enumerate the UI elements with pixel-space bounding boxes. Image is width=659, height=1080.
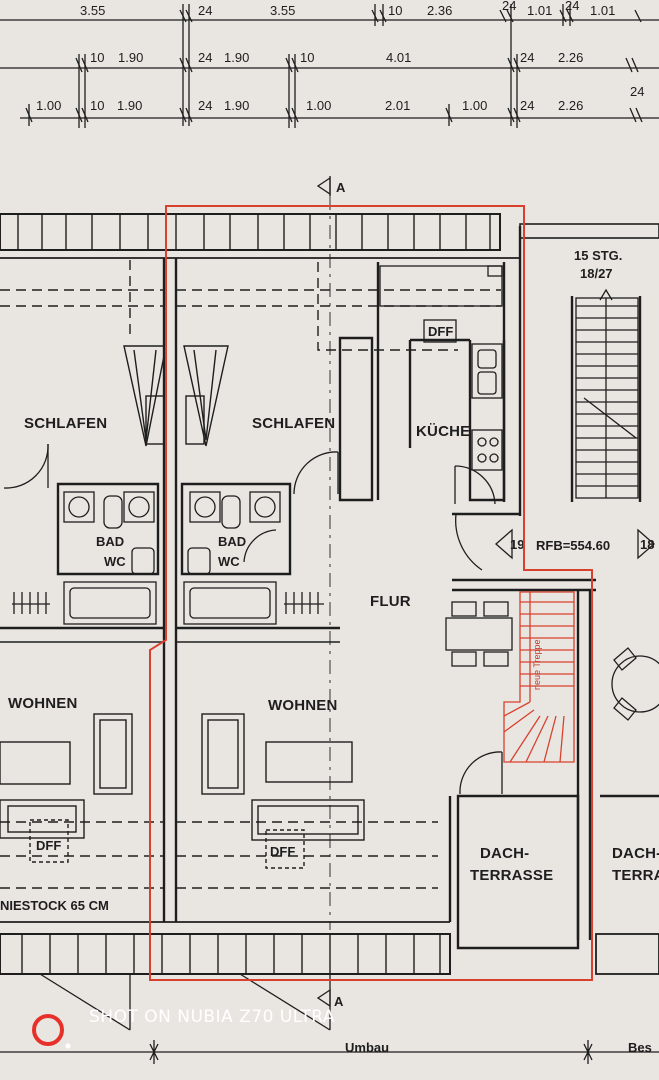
dim-r1-6: 24: [502, 0, 516, 13]
room-left-bath-1: BAD: [96, 534, 124, 549]
living-oven-label: DFF: [270, 844, 295, 859]
dim-r2-6: 4.01: [386, 50, 411, 65]
dim-r3-5: 1.90: [224, 98, 249, 113]
dim-r1-1: 3.55: [80, 3, 105, 18]
room-terrace-1: DACH-: [480, 845, 529, 862]
top-wall: [0, 213, 659, 259]
bottom-wall: [0, 921, 659, 1031]
room-terrace-2: TERRASSE: [470, 867, 553, 884]
dim-r3-2: 10: [90, 98, 104, 113]
doors: [3, 443, 503, 795]
new-stair-label: neue Treppe: [532, 639, 542, 690]
dim-r2-3: 24: [198, 50, 212, 65]
living-oven-label-left: DFF: [36, 838, 61, 853]
stair-ratio: 18/27: [580, 266, 613, 281]
kniestock-note: NIESTOCK 65 CM: [0, 898, 109, 913]
section-label-bottom: A: [334, 994, 344, 1009]
dim-r2-4: 1.90: [224, 50, 249, 65]
bottom-note-2: Bes: [628, 1040, 652, 1055]
stair-count: 15 STG.: [574, 248, 622, 263]
dim-r3-4: 24: [198, 98, 212, 113]
step-right: 18: [640, 537, 654, 552]
dashed-lines: [0, 260, 501, 889]
watermark-ring-icon: [32, 1014, 64, 1046]
room-right-terrace-1: DACH-: [612, 845, 659, 862]
dimension-lines: [0, 4, 659, 128]
room-bath-2: WC: [218, 554, 240, 569]
room-kitchen: KÜCHE: [416, 423, 470, 440]
dimension-labels: 3.55 24 3.55 10 2.36 24 1.01 24 1.01 10 …: [36, 0, 644, 113]
dim-r3-8: 1.00: [462, 98, 487, 113]
dim-r2-2: 1.90: [118, 50, 143, 65]
dim-r2-9: 24: [630, 84, 644, 99]
highlight-outline: [149, 205, 593, 981]
room-right-terrace-2: TERRA: [612, 867, 659, 884]
hall-table: [445, 601, 659, 721]
step-left: 19: [510, 537, 524, 552]
section-marker-top: A: [316, 176, 346, 930]
dim-r3-6: 1.00: [306, 98, 331, 113]
level-marker: [495, 528, 655, 560]
dim-r1-5: 2.36: [427, 3, 452, 18]
watermark-text: SHOT ON NUBIA Z70 ULTRA: [89, 1007, 335, 1027]
bottom-note-1: Umbau: [345, 1040, 389, 1055]
kitchen-fixtures: [379, 265, 503, 471]
dim-r3-7: 2.01: [385, 98, 410, 113]
section-marker-bottom: A: [316, 988, 344, 1009]
room-labels: SCHLAFEN SCHLAFEN KÜCHE BAD WC BAD WC FL…: [0, 415, 659, 913]
room-left-bath-2: WC: [104, 554, 126, 569]
dim-r1-2: 24: [198, 3, 212, 18]
dim-r1-7: 1.01: [527, 3, 552, 18]
camera-watermark: SHOT ON NUBIA Z70 ULTRA: [32, 1007, 335, 1049]
floor-level: RFB=554.60: [536, 538, 610, 553]
dim-r2-8: 2.26: [558, 50, 583, 65]
roof-windows: [123, 345, 229, 447]
room-left-living: WOHNEN: [8, 695, 78, 712]
room-living: WOHNEN: [268, 697, 338, 714]
new-stair: [503, 591, 575, 763]
dim-r1-8: 24: [565, 0, 579, 13]
dim-r1-4: 10: [388, 3, 402, 18]
dim-r1-3: 3.55: [270, 3, 295, 18]
dim-r3-1: 1.00: [36, 98, 61, 113]
watermark-dot-icon: [65, 1043, 71, 1049]
kitchen-oven-label: DFF: [428, 324, 453, 339]
dim-r3-10: 2.26: [558, 98, 583, 113]
dim-r2-1: 10: [90, 50, 104, 65]
room-bedroom: SCHLAFEN: [252, 415, 335, 432]
room-hall: FLUR: [370, 593, 411, 610]
room-left-bedroom: SCHLAFEN: [24, 415, 107, 432]
dim-r2-5: 10: [300, 50, 314, 65]
walls: [0, 226, 659, 950]
staircase: [575, 288, 639, 499]
dim-r2-7: 24: [520, 50, 534, 65]
room-bath-1: BAD: [218, 534, 246, 549]
bath-fixtures: [12, 491, 324, 625]
section-label-top: A: [336, 180, 346, 195]
living-furniture: [0, 713, 365, 869]
dim-r3-9: 24: [520, 98, 534, 113]
dim-r3-3: 1.90: [117, 98, 142, 113]
dim-r1-9: 1.01: [590, 3, 615, 18]
bottom-dimension: [0, 1040, 659, 1064]
